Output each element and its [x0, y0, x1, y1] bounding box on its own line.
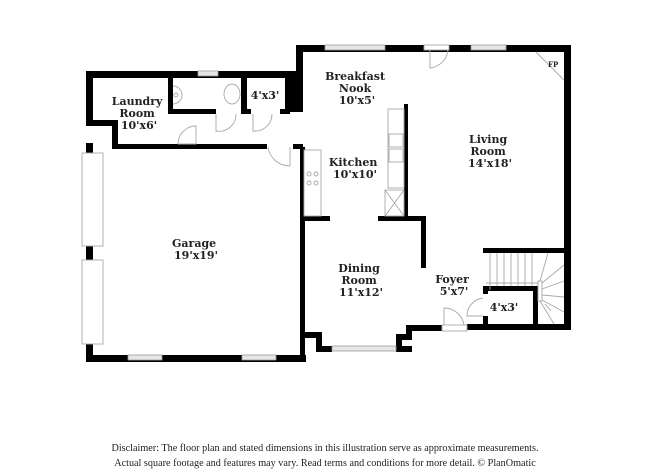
living-room-label: Living Room 14'x18' [468, 133, 512, 170]
foyer-label: Foyer 5'x7' [435, 273, 473, 298]
garage-label: Garage 19'x19' [172, 237, 220, 262]
windows [81, 44, 507, 361]
walls [86, 45, 571, 362]
staircase [486, 252, 565, 325]
closet-top-label: 4'x3' [251, 89, 280, 102]
laundry-label: Laundry Room 10'x6' [112, 95, 167, 132]
room-labels: Laundry Room 10'x6' 4'x3' Breakfast Nook… [112, 60, 559, 314]
closet-foyer-label: 4'x3' [490, 301, 519, 314]
doors [177, 44, 484, 332]
kitchen-label: Kitchen 10'x10' [329, 156, 381, 181]
disclaimer: Disclaimer: The floor plan and stated di… [0, 441, 650, 471]
disclaimer-line-1: Disclaimer: The floor plan and stated di… [111, 443, 539, 454]
fixtures [172, 51, 565, 325]
disclaimer-line-2: Actual square footage and features may v… [114, 458, 536, 469]
dining-room-label: Dining Room 11'x12' [338, 262, 383, 299]
breakfast-nook-label: Breakfast Nook 10'x5' [325, 70, 389, 107]
fireplace-label: FP [548, 60, 559, 69]
